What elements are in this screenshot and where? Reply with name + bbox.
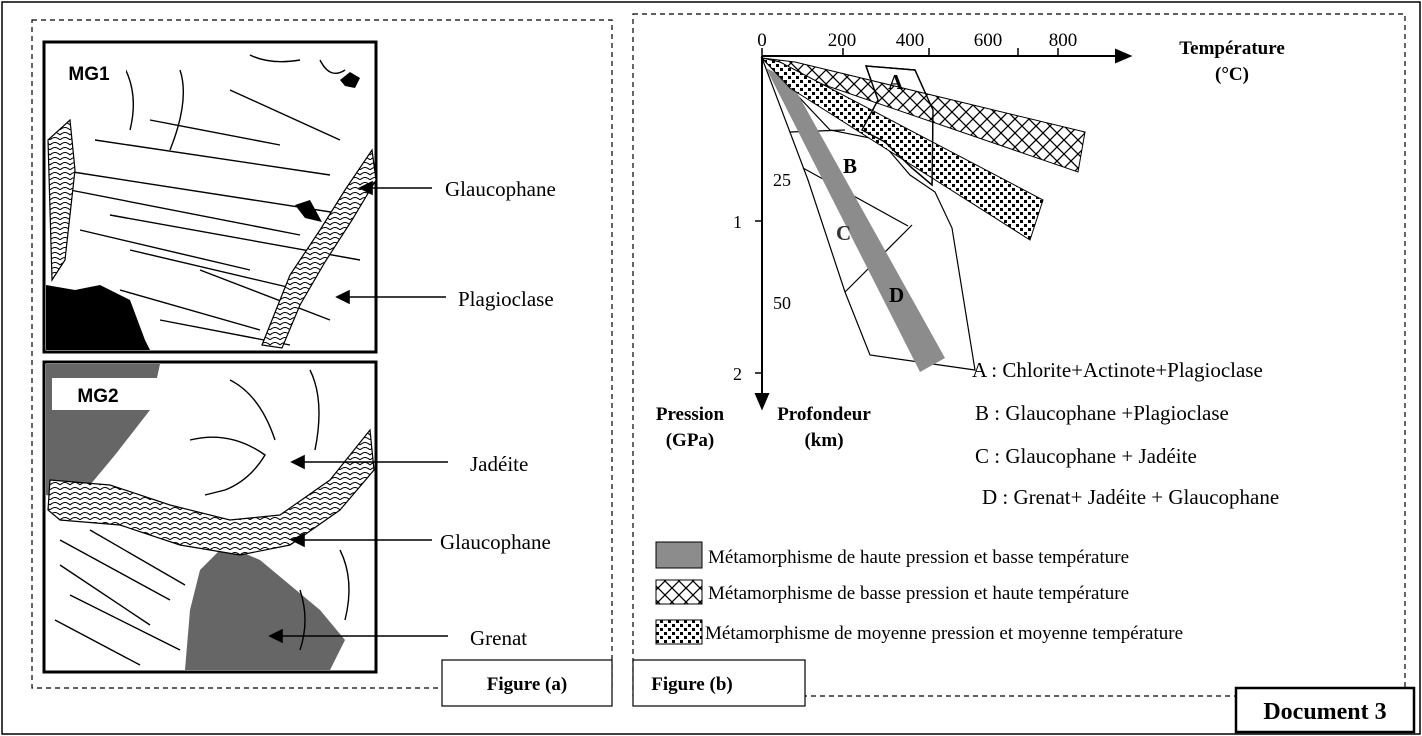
document-label: Document 3	[1263, 699, 1386, 725]
y-tick-1gpa: 1	[733, 212, 742, 232]
mp-mt-gradient	[760, 57, 1044, 241]
legend-text-hp-bt: Métamorphisme de haute pression et basse…	[708, 547, 1129, 568]
depth-tick-50: 50	[773, 293, 791, 313]
x-tick-200: 200	[828, 30, 857, 51]
depth-tick-25: 25	[773, 170, 791, 190]
mg2-thin-section	[42, 360, 378, 674]
legend-swatch-mp-mt	[655, 619, 703, 645]
assemblage-a: A : Chlorite+Actinote+Plagioclase	[972, 358, 1263, 382]
y-tick-2gpa: 2	[733, 364, 742, 384]
axes	[754, 48, 1133, 411]
x-axis-unit: (°C)	[1215, 64, 1249, 85]
zone-letter-a: A	[888, 70, 904, 94]
zone-letter-c: C	[836, 221, 851, 245]
assemblage-b: B : Glaucophane +Plagioclase	[975, 401, 1229, 425]
mg1-label: MG1	[68, 64, 110, 85]
legend-text-mp-mt: Métamorphisme de moyenne pression et moy…	[705, 623, 1183, 644]
zones-b-c-d-outline	[761, 57, 976, 371]
legend-text-bp-ht: Métamorphisme de basse pression et haute…	[708, 583, 1129, 604]
figure-a-label: Figure (a)	[487, 674, 567, 695]
figure-a-panel: MG1 MG2 Glaucophane Pl	[31, 19, 613, 707]
mineral-label-plagioclase-mg1: Plagioclase	[458, 287, 554, 311]
figure-b-label: Figure (b)	[651, 674, 732, 695]
x-tick-400: 400	[896, 30, 925, 51]
mineral-label-glaucophane-mg1: Glaucophane	[445, 177, 556, 201]
y-axis-depth-unit: (km)	[804, 430, 843, 451]
assemblage-d: D : Grenat+ Jadéite + Glaucophane	[982, 485, 1279, 509]
x-tick-600: 600	[974, 30, 1003, 51]
assemblage-c: C : Glaucophane + Jadéite	[975, 444, 1197, 468]
mg2-label: MG2	[77, 386, 118, 407]
legend-swatch-hp-bt	[655, 541, 703, 569]
mineral-label-glaucophane-mg2: Glaucophane	[440, 530, 551, 554]
legend: Métamorphisme de haute pression et basse…	[655, 541, 1183, 645]
zone-letter-b: B	[843, 154, 857, 178]
document-label-box	[1234, 686, 1416, 734]
figure-b-panel: 0 200 400 600 800 Température (°C) 1 2 2…	[632, 13, 1406, 707]
legend-swatch-bp-ht	[655, 579, 703, 605]
y-axis-pressure-unit: (GPa)	[666, 430, 715, 451]
x-tick-800: 800	[1049, 30, 1078, 51]
x-axis-title: Température	[1179, 38, 1285, 59]
hp-bt-gradient	[766, 68, 945, 372]
zone-letter-d: D	[889, 283, 904, 307]
mineral-label-grenat-mg2: Grenat	[470, 626, 527, 650]
mg1-thin-section	[42, 40, 378, 354]
mineral-label-jadeite-mg2: Jadéite	[470, 452, 528, 476]
y-axis-depth-title: Profondeur	[777, 404, 871, 425]
y-axis-pressure-title: Pression	[656, 404, 725, 425]
x-tick-0: 0	[757, 30, 767, 51]
